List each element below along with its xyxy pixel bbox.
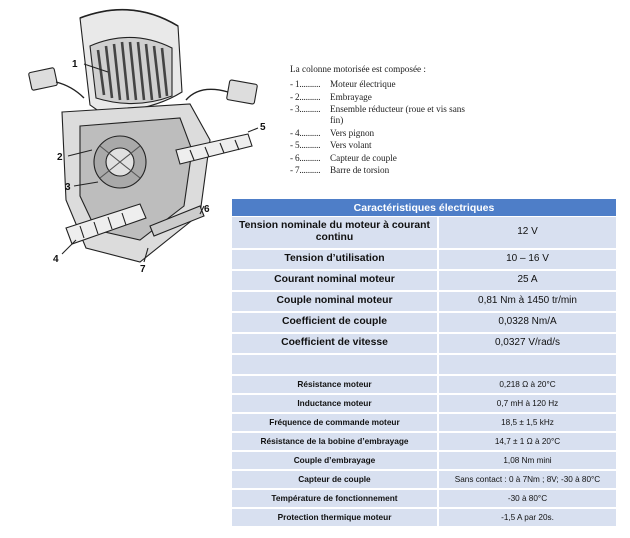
callout-7: 7: [140, 264, 146, 275]
spec-value: 1,08 Nm mini: [438, 450, 616, 471]
spec-label: Coefficient de vitesse: [232, 332, 439, 355]
spec-value: 18,5 ± 1,5 kHz: [438, 412, 616, 433]
legend-item-text: Barre de torsion: [330, 165, 390, 176]
table-row: Fréquence de commande moteur 18,5 ± 1,5 …: [232, 412, 616, 433]
table-row: Coefficient de couple 0,0328 Nm/A: [232, 311, 616, 334]
steering-column-illustration: 1 2 3 4 5 6 7: [28, 8, 266, 275]
table-row: Température de fonctionnement -30 à 80°C: [232, 488, 616, 509]
spec-label: Tension d’utilisation: [232, 248, 439, 271]
spec-label: Inductance moteur: [232, 393, 439, 414]
spec-label: Résistance moteur: [232, 374, 439, 395]
table-row: Coefficient de vitesse 0,0327 V/rad/s: [232, 332, 616, 355]
spec-value: -30 à 80°C: [438, 488, 616, 509]
component-legend: La colonne motorisée est composée : - 1.…: [290, 64, 480, 178]
table-row: Résistance de la bobine d’embrayage 14,7…: [232, 431, 616, 452]
spec-label: Couple nominal moteur: [232, 290, 439, 313]
spec-value: 0,81 Nm à 1450 tr/min: [438, 290, 616, 313]
legend-item: - 2.......... Embrayage: [290, 92, 480, 103]
spec-label: [232, 353, 439, 376]
legend-item-number: - 2..........: [290, 91, 321, 102]
spec-label: Capteur de couple: [232, 469, 439, 490]
legend-item: - 5.......... Vers volant: [290, 140, 480, 151]
legend-item-text: Ensemble réducteur (roue et vis sans fin…: [330, 104, 465, 126]
legend-item: - 4.......... Vers pignon: [290, 128, 480, 139]
legend-item: - 1.......... Moteur électrique: [290, 79, 480, 90]
legend-item-text: Capteur de couple: [330, 152, 397, 163]
legend-item-text: Embrayage: [330, 91, 372, 102]
table-row-empty: [232, 353, 616, 376]
table-header-row: Caractéristiques électriques: [232, 199, 616, 217]
spec-value: Sans contact : 0 à 7Nm ; 8V; -30 à 80°C: [438, 469, 616, 490]
callout-4: 4: [53, 254, 59, 265]
spec-value: [438, 353, 616, 376]
spec-label: Couple d’embrayage: [232, 450, 439, 471]
spec-label: Tension nominale du moteur à courant con…: [232, 216, 439, 250]
spec-value: -1,5 A par 20s.: [438, 507, 616, 528]
legend-item-number: - 7..........: [290, 165, 321, 176]
spec-label: Protection thermique moteur: [232, 507, 439, 528]
spec-value: 0,0328 Nm/A: [438, 311, 616, 334]
spec-value: 12 V: [438, 216, 616, 250]
table-row: Couple d’embrayage 1,08 Nm mini: [232, 450, 616, 471]
table-row: Inductance moteur 0,7 mH à 120 Hz: [232, 393, 616, 414]
callout-3: 3: [65, 182, 71, 193]
callout-5: 5: [260, 122, 266, 133]
table-row: Tension nominale du moteur à courant con…: [232, 216, 616, 250]
table-row: Résistance moteur 0,218 Ω à 20°C: [232, 374, 616, 395]
table-header: Caractéristiques électriques: [232, 199, 616, 217]
legend-item: - 7.......... Barre de torsion: [290, 165, 480, 176]
callout-1: 1: [72, 59, 78, 70]
legend-item-number: - 4..........: [290, 127, 321, 138]
spec-value: 0,7 mH à 120 Hz: [438, 393, 616, 414]
table-row: Protection thermique moteur -1,5 A par 2…: [232, 507, 616, 528]
legend-item: - 6.......... Capteur de couple: [290, 153, 480, 164]
spec-label: Résistance de la bobine d’embrayage: [232, 431, 439, 452]
spec-label: Fréquence de commande moteur: [232, 412, 439, 433]
table-row: Capteur de couple Sans contact : 0 à 7Nm…: [232, 469, 616, 490]
legend-item-number: - 1..........: [290, 79, 321, 90]
table-row: Couple nominal moteur 0,81 Nm à 1450 tr/…: [232, 290, 616, 313]
spec-label: Courant nominal moteur: [232, 269, 439, 292]
spec-value: 14,7 ± 1 Ω à 20°C: [438, 431, 616, 452]
spec-label: Température de fonctionnement: [232, 488, 439, 509]
legend-item-text: Vers pignon: [330, 127, 375, 138]
spec-value: 10 – 16 V: [438, 248, 616, 271]
callout-6: 6: [204, 204, 210, 215]
legend-item-number: - 5..........: [290, 140, 321, 151]
table-row: Tension d’utilisation 10 – 16 V: [232, 248, 616, 271]
spec-value: 0,0327 V/rad/s: [438, 332, 616, 355]
spec-value: 25 A: [438, 269, 616, 292]
legend-item: - 3.......... Ensemble réducteur (roue e…: [290, 104, 480, 126]
table-row: Courant nominal moteur 25 A: [232, 269, 616, 292]
spec-label: Coefficient de couple: [232, 311, 439, 334]
legend-item-text: Vers volant: [330, 140, 372, 151]
legend-item-number: - 6..........: [290, 152, 321, 163]
callout-2: 2: [57, 152, 63, 163]
legend-item-text: Moteur électrique: [330, 79, 396, 90]
electrical-specs-table: Caractéristiques électriques Tension nom…: [232, 199, 616, 528]
legend-heading: La colonne motorisée est composée :: [290, 64, 426, 74]
spec-value: 0,218 Ω à 20°C: [438, 374, 616, 395]
legend-item-number: - 3..........: [290, 104, 321, 115]
